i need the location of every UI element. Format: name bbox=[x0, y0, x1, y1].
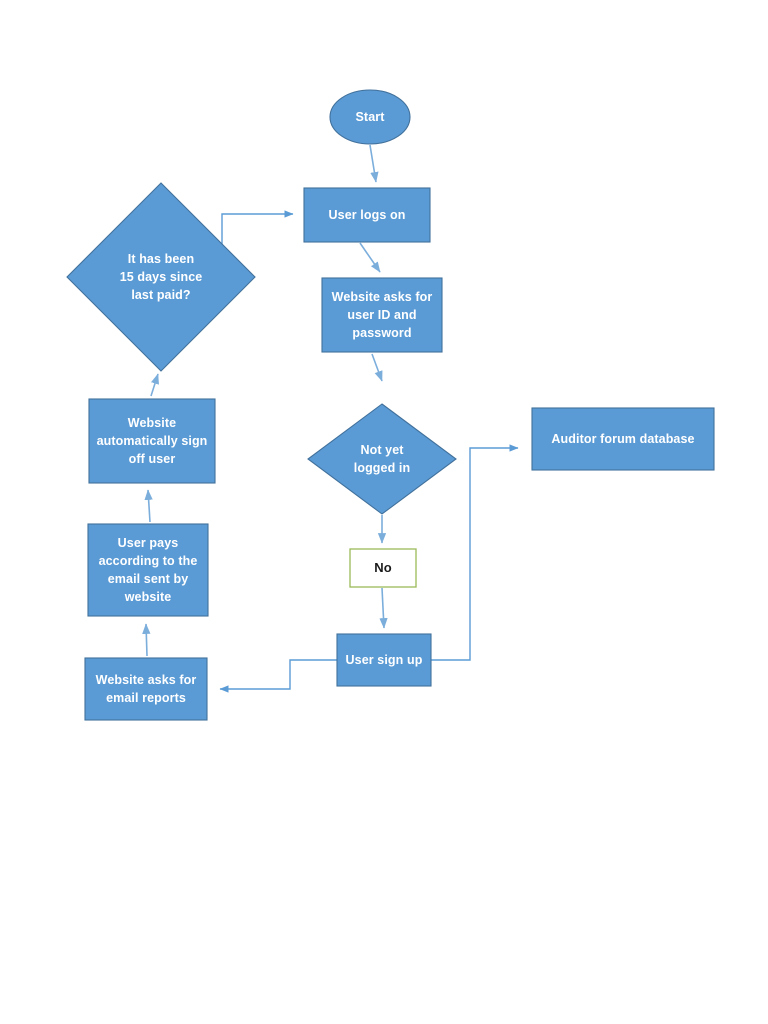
node-not-yet-logged-in[interactable] bbox=[307, 403, 457, 515]
node-it-has-been-15-days[interactable] bbox=[66, 182, 256, 372]
node-user-logs-on[interactable] bbox=[303, 187, 431, 243]
connector-user-pays-to-sign-off bbox=[144, 489, 153, 523]
connector-start-to-user-logs-on bbox=[369, 144, 379, 183]
connector-email-reports-to-user-pays bbox=[142, 623, 151, 657]
node-website-asks-email-reports[interactable] bbox=[84, 657, 208, 721]
connector-user-sign-up-to-database bbox=[431, 444, 519, 661]
connector-credentials-to-decision bbox=[371, 353, 383, 382]
connector-sign-off-to-15-days bbox=[150, 373, 159, 397]
node-auditor-forum-database[interactable] bbox=[531, 407, 715, 471]
connector-no-to-user-sign-up bbox=[379, 587, 388, 629]
node-user-sign-up[interactable] bbox=[336, 633, 432, 687]
node-no-box[interactable] bbox=[349, 548, 417, 588]
connector-user-logs-on-to-credentials bbox=[359, 242, 381, 273]
node-start[interactable] bbox=[329, 89, 411, 145]
connector-user-sign-up-to-email-reports bbox=[219, 659, 337, 693]
connector-15-days-to-user-logs-on bbox=[221, 210, 294, 252]
node-user-pays[interactable] bbox=[87, 523, 209, 617]
node-website-signs-off-user[interactable] bbox=[88, 398, 216, 484]
node-website-asks-credentials[interactable] bbox=[321, 277, 443, 353]
